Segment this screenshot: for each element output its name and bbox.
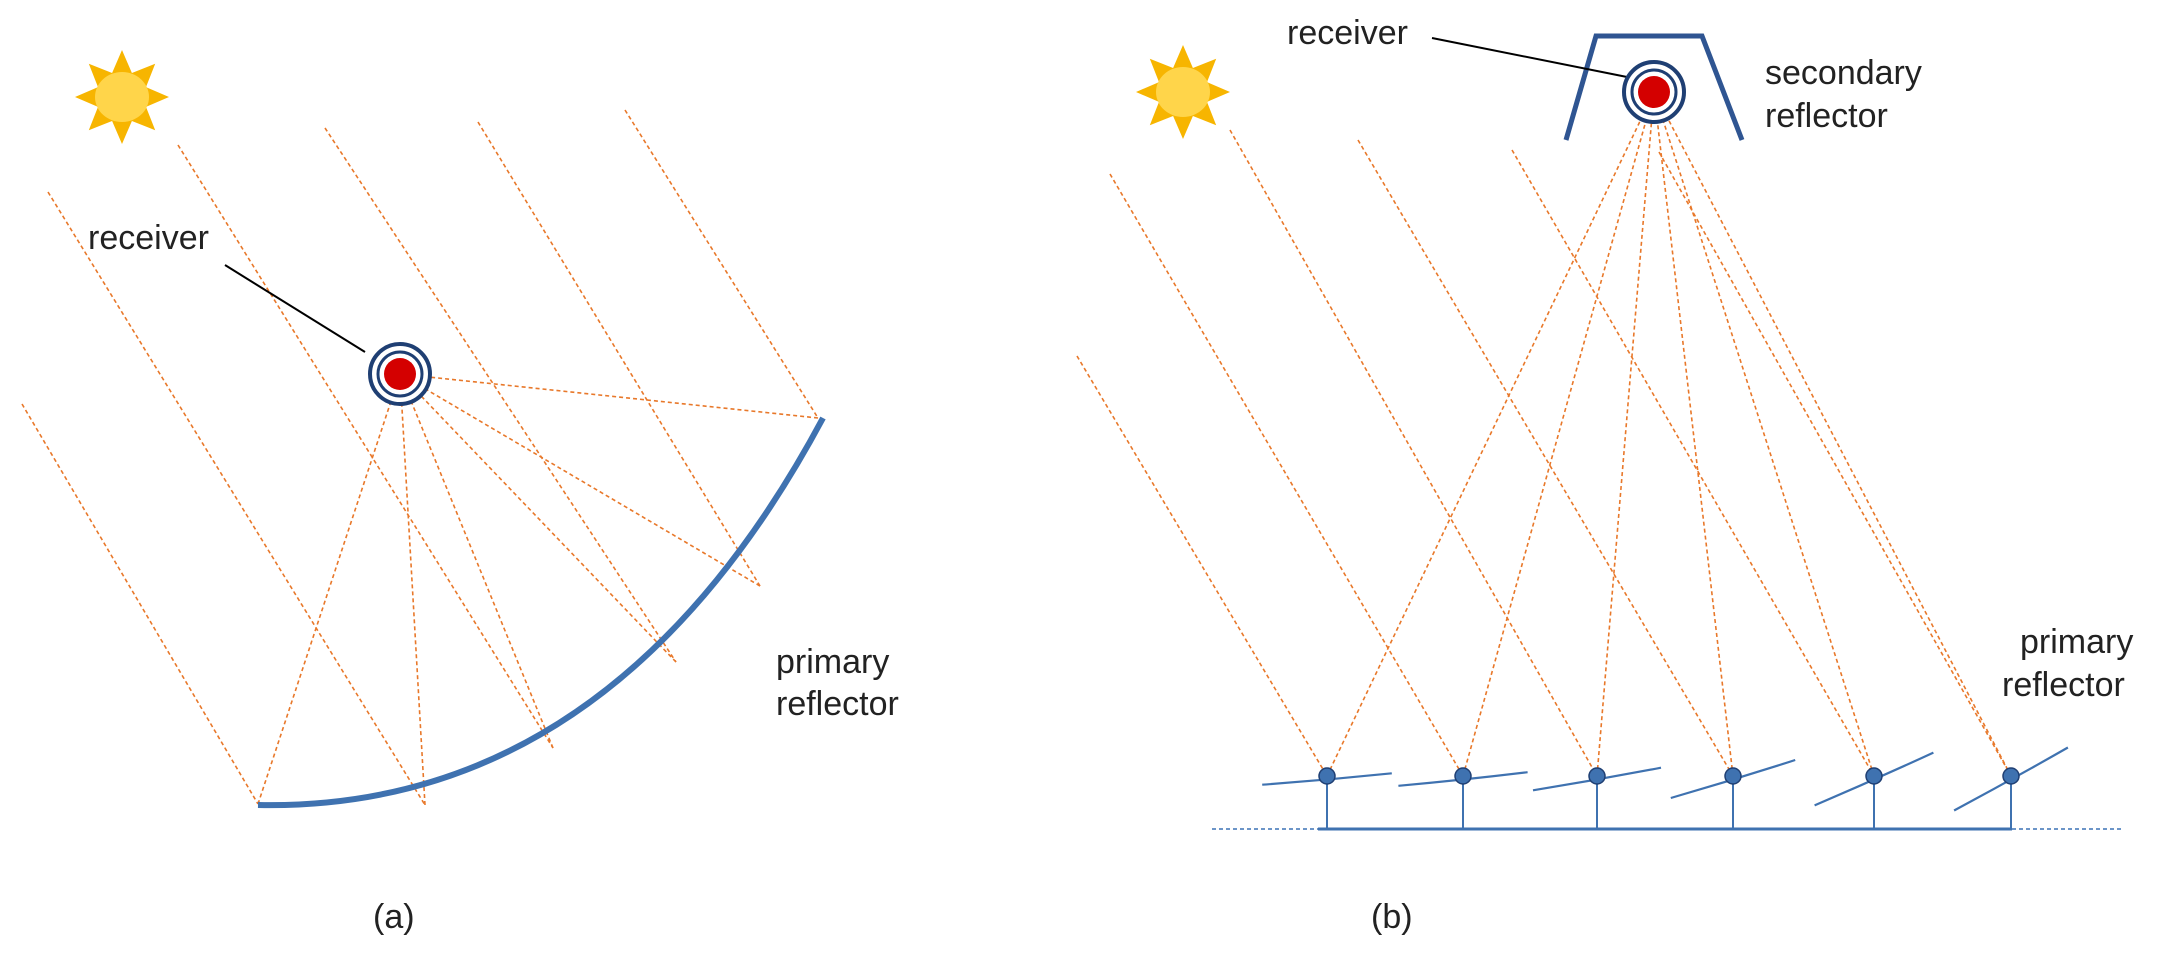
reflected-ray-b-2: [1462, 91, 1655, 777]
mirror-pivot-6: [2002, 767, 2020, 785]
receiver-label-a: receiver: [88, 219, 209, 257]
receiver-leader-line-b: [1431, 37, 1633, 79]
reflected-ray-a-3: [399, 373, 554, 749]
mirror-pivot-5: [1865, 767, 1883, 785]
incident-rays-b: [1076, 129, 2012, 777]
mirror-pivot-3: [1588, 767, 1606, 785]
reflected-ray-a-4: [399, 373, 677, 663]
incident-ray-b-2: [1109, 173, 1464, 777]
mirror-pivot-4: [1724, 767, 1742, 785]
primary-reflector-label-b-line1: primary: [2020, 623, 2133, 661]
primary-reflector-label-a-line1: primary: [776, 643, 889, 681]
secondary-reflector: [1563, 33, 1745, 141]
reflected-ray-b-4: [1653, 91, 1734, 777]
reflected-ray-b-5: [1653, 91, 1875, 777]
receiver-tube-icon: [1622, 60, 1686, 124]
incident-ray-a-3: [177, 144, 554, 749]
primary-reflector-label-a-line2: reflector: [776, 685, 899, 723]
incident-ray-a-5: [477, 121, 761, 587]
receiver-tube-icon: [368, 342, 432, 406]
incident-ray-a-1: [21, 403, 259, 805]
mirror-pivot-1: [1318, 767, 1336, 785]
panel-b-caption: (b): [1371, 898, 1413, 936]
primary-reflector-label-b-line2: reflector: [2002, 666, 2125, 704]
receiver-leader-line-a: [224, 264, 366, 353]
reflected-ray-b-3: [1596, 91, 1655, 777]
incident-rays-a: [21, 109, 819, 806]
reflected-rays-b: [1326, 91, 2012, 777]
mirror-pivot-2: [1454, 767, 1472, 785]
incident-ray-b-3: [1229, 129, 1598, 777]
primary-reflector-mirrors: [1262, 746, 2069, 829]
primary-reflector-a: [257, 416, 826, 809]
sun-icon: [1136, 45, 1230, 139]
reflected-rays-a: [257, 373, 819, 806]
reflected-ray-a-2: [399, 373, 426, 806]
panel-a-caption: (a): [373, 898, 415, 936]
incident-ray-b-1: [1076, 355, 1328, 777]
panel-b-linear-fresnel: receiver secondary reflector primary ref…: [1076, 14, 2133, 936]
incident-ray-b-5: [1511, 149, 1875, 777]
reflected-ray-b-6: [1653, 91, 2012, 777]
secondary-reflector-label-line1: secondary: [1765, 54, 1922, 92]
sun-icon: [75, 50, 169, 144]
secondary-reflector-label-line2: reflector: [1765, 97, 1888, 135]
reflected-ray-b-1: [1326, 91, 1655, 777]
incident-ray-a-6: [624, 109, 819, 419]
panel-a-parabolic-trough: receiver primary reflector (a): [21, 50, 899, 936]
receiver-label-b: receiver: [1287, 14, 1408, 52]
incident-ray-a-4: [324, 127, 677, 663]
reflected-ray-a-1: [257, 373, 401, 805]
reflected-ray-a-6: [399, 373, 819, 419]
incident-ray-b-6: [1658, 151, 2012, 777]
incident-ray-b-4: [1357, 139, 1734, 777]
incident-ray-a-2: [47, 191, 426, 806]
